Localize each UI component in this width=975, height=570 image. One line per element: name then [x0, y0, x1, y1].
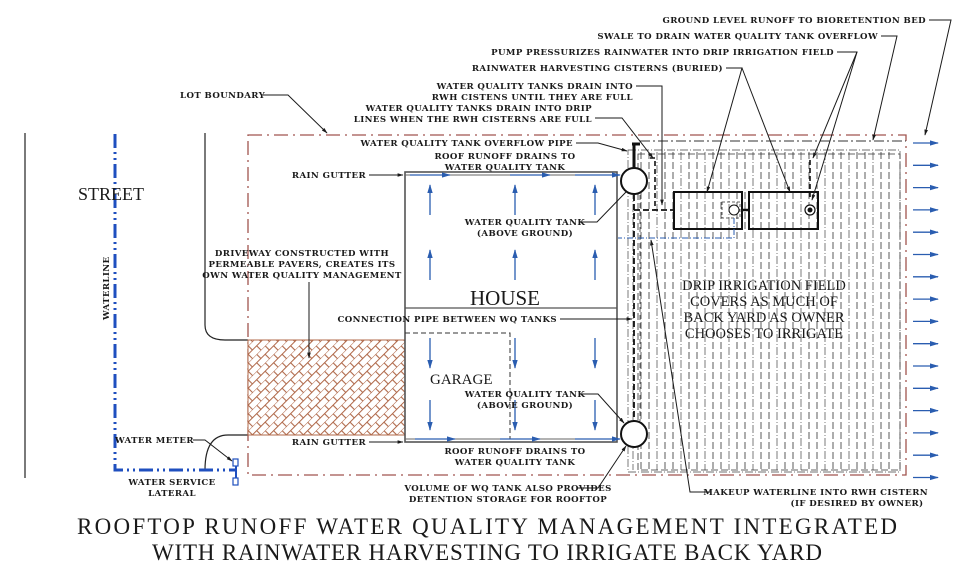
leader-wq-drain-drip [595, 117, 654, 159]
callout-wq-drain-drip: WATER QUALITY TANKS DRAIN INTO DRIP LINE… [354, 104, 592, 125]
water-service-lateral-icon [232, 477, 239, 486]
water-quality-tank-bottom[interactable] [620, 420, 648, 448]
svg-text:PERMEABLE PAVERS, CREATES ITS: PERMEABLE PAVERS, CREATES ITS [209, 260, 396, 270]
svg-text:WATER QUALITY TANK: WATER QUALITY TANK [464, 218, 586, 228]
callout-overflow-pipe: WATER QUALITY TANK OVERFLOW PIPE [359, 139, 573, 149]
leader-swale [872, 35, 898, 141]
svg-text:ROOF RUNOFF DRAINS TO: ROOF RUNOFF DRAINS TO [445, 447, 586, 457]
svg-text:COVERS AS MUCH OF: COVERS AS MUCH OF [690, 294, 838, 310]
leader-lot-boundary [263, 94, 328, 134]
svg-text:LATERAL: LATERAL [148, 489, 196, 499]
svg-text:(IF DESIRED BY OWNER): (IF DESIRED BY OWNER) [791, 498, 924, 509]
street-label: STREET [78, 184, 144, 204]
callout-rain-gutter-bottom: RAIN GUTTER [292, 438, 367, 448]
callout-volume-wq: VOLUME OF WQ TANK ALSO PROVIDES DETENTIO… [403, 484, 611, 505]
garage-label: GARAGE [430, 372, 493, 388]
svg-text:DETENTION STORAGE FOR ROOFTOP: DETENTION STORAGE FOR ROOFTOP [409, 495, 607, 505]
svg-text:CHOOSES TO IRRIGATE: CHOOSES TO IRRIGATE [685, 326, 843, 342]
callout-lot-boundary: LOT BOUNDARY [180, 91, 266, 101]
callout-connection-pipe: CONNECTION PIPE BETWEEN WQ TANKS [337, 315, 557, 325]
svg-text:DRIVEWAY CONSTRUCTED WITH: DRIVEWAY CONSTRUCTED WITH [215, 249, 389, 259]
title-line-1: ROOFTOP RUNOFF WATER QUALITY MANAGEMENT … [77, 514, 897, 539]
drip-field-outline [627, 149, 901, 473]
callout-rain-gutter-top: RAIN GUTTER [292, 171, 367, 181]
callout-wq-tank-top: WATER QUALITY TANK (ABOVE GROUND) [464, 218, 586, 239]
title-line-2: WITH RAINWATER HARVESTING TO IRRIGATE BA… [152, 540, 822, 565]
swale-line [650, 157, 656, 210]
leader-pump-1 [811, 51, 858, 201]
pump-icon-core [807, 207, 813, 213]
leader-water-meter [193, 439, 233, 462]
waterline-main [113, 134, 237, 472]
svg-text:(ABOVE GROUND): (ABOVE GROUND) [477, 228, 573, 239]
garage-outline [405, 332, 511, 439]
callout-pump: PUMP PRESSURIZES RAINWATER INTO DRIP IRR… [491, 48, 834, 58]
callout-wq-tank-bottom: WATER QUALITY TANK (ABOVE GROUND) [464, 390, 586, 411]
bioretention-runoff-arrows [913, 140, 939, 481]
callout-ground-runoff: GROUND LEVEL RUNOFF TO BIORETENTION BED [662, 16, 926, 26]
callout-roof-runoff-bottom: ROOF RUNOFF DRAINS TO WATER QUALITY TANK [445, 447, 586, 468]
callout-cisterns: RAINWATER HARVESTING CISTERNS (BURIED) [472, 63, 723, 74]
callout-swale: SWALE TO DRAIN WATER QUALITY TANK OVERFL… [597, 32, 878, 42]
street-edge-right [204, 133, 248, 341]
svg-text:WATER QUALITY TANK: WATER QUALITY TANK [464, 390, 586, 400]
makeup-waterline [618, 218, 735, 239]
house-outline [404, 171, 618, 443]
drip-field-label: DRIP IRRIGATION FIELD COVERS AS MUCH OF … [682, 278, 846, 342]
svg-text:WATER QUALITY TANK: WATER QUALITY TANK [454, 458, 576, 468]
svg-text:OWN WATER QUALITY MANAGEMENT: OWN WATER QUALITY MANAGEMENT [202, 271, 402, 281]
leader-wq-tank-bottom [582, 393, 625, 424]
svg-text:LINES WHEN THE RWH CISTERNS AR: LINES WHEN THE RWH CISTERNS ARE FULL [354, 115, 592, 125]
leader-volume-wq [578, 445, 627, 489]
leader-pump-2 [812, 51, 858, 159]
callout-roof-runoff-top: ROOF RUNOFF DRAINS TO WATER QUALITY TANK [435, 152, 576, 173]
callout-driveway: DRIVEWAY CONSTRUCTED WITH PERMEABLE PAVE… [202, 249, 402, 281]
svg-text:MAKEUP WATERLINE INTO RWH CIST: MAKEUP WATERLINE INTO RWH CISTERN [703, 488, 928, 498]
svg-text:DRIP IRRIGATION FIELD: DRIP IRRIGATION FIELD [682, 278, 846, 294]
roof-flow-arrows [427, 184, 598, 431]
waterline-label: WATERLINE [102, 256, 112, 321]
driveway-edge-curve [204, 434, 248, 471]
house-label: HOUSE [470, 286, 540, 310]
svg-text:(ABOVE GROUND): (ABOVE GROUND) [477, 400, 573, 411]
callout-makeup: MAKEUP WATERLINE INTO RWH CISTERN (IF DE… [703, 488, 928, 509]
svg-text:BACK YARD AS OWNER: BACK YARD AS OWNER [684, 310, 845, 326]
leader-wq-tank-top [580, 191, 627, 223]
water-meter-icon[interactable] [232, 458, 239, 467]
svg-text:RWH CISTENS UNTIL THEY ARE FUL: RWH CISTENS UNTIL THEY ARE FULL [432, 93, 633, 103]
makeup-valve-box [721, 201, 741, 219]
leader-ground-runoff [924, 19, 952, 136]
callout-water-service: WATER SERVICE LATERAL [127, 478, 215, 499]
permeable-pavers-driveway [247, 339, 406, 436]
makeup-valve-icon [728, 204, 740, 216]
leader-overflow-pipe [576, 142, 628, 152]
svg-text:VOLUME OF WQ TANK ALSO PROVIDE: VOLUME OF WQ TANK ALSO PROVIDES [403, 484, 611, 494]
leader-makeup [650, 239, 710, 493]
callout-water-meter: WATER METER [114, 436, 194, 446]
svg-text:WATER QUALITY TANK: WATER QUALITY TANK [444, 163, 566, 173]
svg-text:WATER QUALITY TANKS DRAIN INTO: WATER QUALITY TANKS DRAIN INTO [436, 82, 633, 92]
callout-wq-drain-rwh: WATER QUALITY TANKS DRAIN INTO RWH CISTE… [432, 82, 633, 103]
gutter-flow-arrows [410, 172, 621, 442]
leader-wq-drain-rwh [636, 85, 664, 206]
leader-cisterns-2 [741, 67, 791, 193]
svg-text:WATER SERVICE: WATER SERVICE [127, 478, 215, 488]
lot-boundary [247, 134, 907, 476]
svg-text:WATER QUALITY TANKS DRAIN INTO: WATER QUALITY TANKS DRAIN INTO DRIP [365, 104, 593, 114]
svg-text:ROOF RUNOFF DRAINS TO: ROOF RUNOFF DRAINS TO [435, 152, 576, 162]
water-quality-tank-top[interactable] [620, 167, 648, 195]
